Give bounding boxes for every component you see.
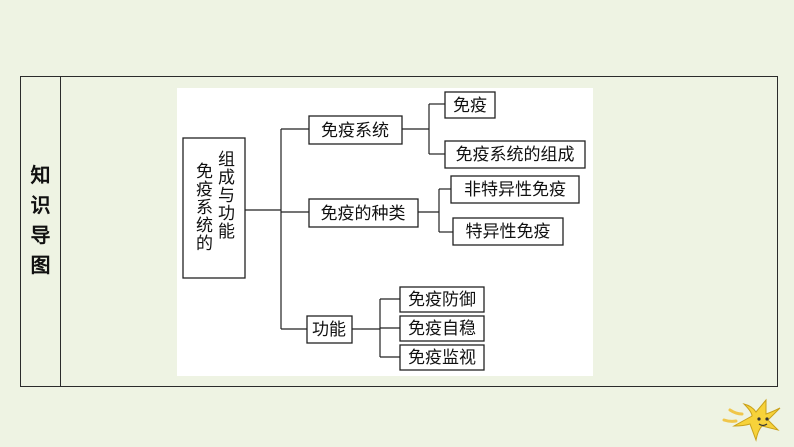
diagram-panel: 组成与功能 免疫系统的 免疫系统 免疫 免疫系统的组成 免疫的种类 非特异性免疫…: [177, 88, 593, 376]
leaf-node: 特异性免疫: [452, 217, 564, 246]
leaf-node: 免疫: [444, 91, 496, 119]
leaf-node: 免疫系统的组成: [444, 140, 586, 169]
leaf-node: 免疫防御: [399, 286, 485, 313]
branch-node: 免疫系统: [308, 115, 403, 145]
leaf-node: 免疫自稳: [399, 315, 485, 342]
branch-label: 功能: [312, 320, 346, 340]
connector-lines: [245, 103, 453, 358]
leaf-label: 特异性免疫: [466, 222, 551, 242]
root-label-col1: 组成与功能: [214, 150, 235, 240]
branch-label: 免疫系统: [321, 121, 389, 141]
leaf-label: 非特异性免疫: [464, 180, 566, 200]
root-node: 组成与功能 免疫系统的: [182, 137, 246, 279]
side-title-char: 图: [30, 253, 51, 277]
side-title: 知 识 导 图: [20, 160, 61, 280]
leaf-node: 免疫监视: [399, 344, 485, 371]
frame-divider: [60, 76, 61, 387]
side-title-char: 识: [30, 193, 51, 217]
leaf-label: 免疫防御: [408, 290, 476, 310]
root-label-col2: 免疫系统的: [192, 162, 213, 252]
side-title-char: 知: [30, 163, 51, 187]
leaf-label: 免疫监视: [408, 348, 476, 368]
branch-label: 免疫的种类: [321, 204, 406, 224]
leaf-label: 免疫系统的组成: [456, 145, 575, 165]
leaf-node: 非特异性免疫: [450, 175, 580, 204]
branch-node: 功能: [306, 315, 353, 344]
leaf-label: 免疫: [453, 96, 487, 116]
concept-map: 组成与功能 免疫系统的 免疫系统 免疫 免疫系统的组成 免疫的种类 非特异性免疫…: [182, 91, 586, 371]
star-mascot-icon: [722, 398, 781, 442]
leaf-label: 免疫自稳: [408, 319, 476, 339]
side-title-char: 导: [30, 223, 51, 247]
branch-node: 免疫的种类: [308, 198, 419, 228]
